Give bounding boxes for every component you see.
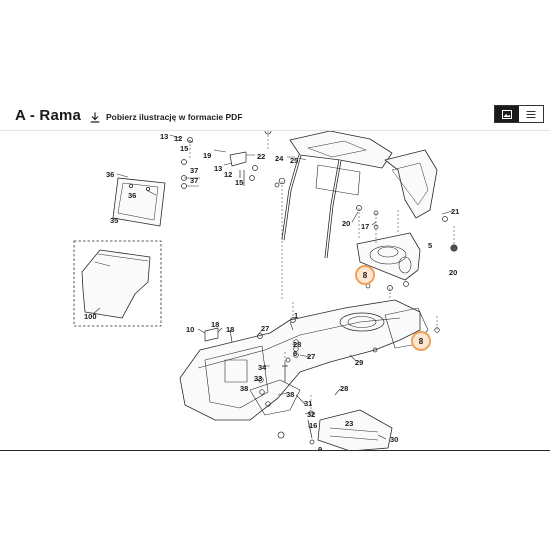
callout-20-a[interactable]: 20	[342, 219, 350, 228]
page-header: A - Rama Pobierz ilustrację w formacie P…	[0, 0, 550, 130]
download-pdf-label: Pobierz ilustrację w formacie PDF	[106, 112, 243, 122]
download-icon	[90, 112, 100, 123]
callout-5[interactable]: 5	[428, 241, 432, 250]
list-view-button[interactable]	[519, 106, 543, 122]
callout-27-a[interactable]: 27	[261, 324, 269, 333]
callout-13-a[interactable]: 13	[160, 132, 168, 141]
callout-34[interactable]: 34	[258, 363, 267, 372]
callout-38-b[interactable]: 38	[286, 390, 294, 399]
callout-20-b[interactable]: 20	[449, 268, 457, 277]
callout-24[interactable]: 24	[275, 154, 284, 163]
callout-33[interactable]: 33	[254, 374, 262, 383]
callout-leaders	[92, 134, 453, 440]
callout-31[interactable]: 31	[304, 399, 312, 408]
callout-17[interactable]: 17	[361, 222, 369, 231]
callout-37-b[interactable]: 37	[190, 176, 198, 185]
callout-23[interactable]: 23	[345, 419, 353, 428]
callout-28[interactable]: 28	[293, 340, 301, 349]
callout-30[interactable]: 30	[390, 435, 398, 444]
part-100-group	[73, 240, 162, 327]
callout-1[interactable]: 1	[294, 311, 298, 320]
callout-18-a[interactable]: 18	[211, 320, 219, 329]
callout-6[interactable]: 6	[293, 349, 297, 358]
download-pdf-link[interactable]: Pobierz ilustrację w formacie PDF	[90, 110, 243, 124]
callout-16[interactable]: 16	[309, 421, 317, 430]
callout-15-a[interactable]: 15	[180, 144, 188, 153]
leader-lines	[189, 131, 455, 413]
image-view-icon	[502, 109, 512, 119]
callout-19[interactable]: 19	[203, 151, 211, 160]
callout-35[interactable]: 35	[110, 216, 118, 225]
highlighted-callouts: 8 8	[355, 265, 431, 351]
callout-36-a[interactable]: 36	[106, 170, 114, 179]
highlight-8-a[interactable]	[355, 265, 375, 285]
callout-13-b[interactable]: 13	[214, 164, 222, 173]
callout-27-b[interactable]: 27	[307, 352, 315, 361]
callout-22[interactable]: 22	[257, 152, 265, 161]
callout-15-b[interactable]: 15	[235, 178, 243, 187]
plate-35	[112, 177, 166, 227]
callout-8-b[interactable]: 8	[419, 337, 424, 346]
callout-9[interactable]: 9	[318, 445, 322, 451]
callout-38-a[interactable]: 38	[240, 384, 248, 393]
bracket-5	[356, 232, 421, 281]
callout-18-b[interactable]: 18	[226, 325, 234, 334]
page-title: A - Rama	[15, 107, 82, 124]
list-view-icon	[526, 110, 536, 118]
callout-12-a[interactable]: 12	[174, 134, 182, 143]
callout-28-b[interactable]: 28	[340, 384, 348, 393]
callout-100[interactable]: 100	[84, 312, 97, 321]
skid-plate-30	[317, 409, 393, 451]
bottom-divider	[0, 450, 550, 451]
callout-10[interactable]: 10	[186, 325, 194, 334]
parts-diagram: 8 8 100 36 36 35 13 12 15 19 37 37 13 12…	[0, 131, 550, 451]
frame-exploded-view: 8 8 100 36 36 35 13 12 15 19 37 37 13 12…	[73, 131, 459, 451]
highlight-8-b[interactable]	[411, 331, 431, 351]
callout-36-b[interactable]: 36	[128, 191, 136, 200]
callout-12-b[interactable]: 12	[224, 170, 232, 179]
view-toggle	[494, 105, 544, 123]
callout-29[interactable]: 29	[355, 358, 363, 367]
callout-labels: 100 36 36 35 13 12 15 19 37 37 13 12 15 …	[84, 132, 459, 451]
callout-21[interactable]: 21	[451, 207, 459, 216]
hardware	[181, 131, 458, 445]
callout-25[interactable]: 25	[290, 156, 298, 165]
callout-37-a[interactable]: 37	[190, 166, 198, 175]
rear-frame	[281, 131, 438, 259]
header-divider	[0, 130, 550, 131]
main-chassis	[179, 299, 429, 421]
image-view-button[interactable]	[495, 106, 519, 122]
callout-32[interactable]: 32	[307, 410, 315, 419]
callout-8-a[interactable]: 8	[363, 271, 368, 280]
